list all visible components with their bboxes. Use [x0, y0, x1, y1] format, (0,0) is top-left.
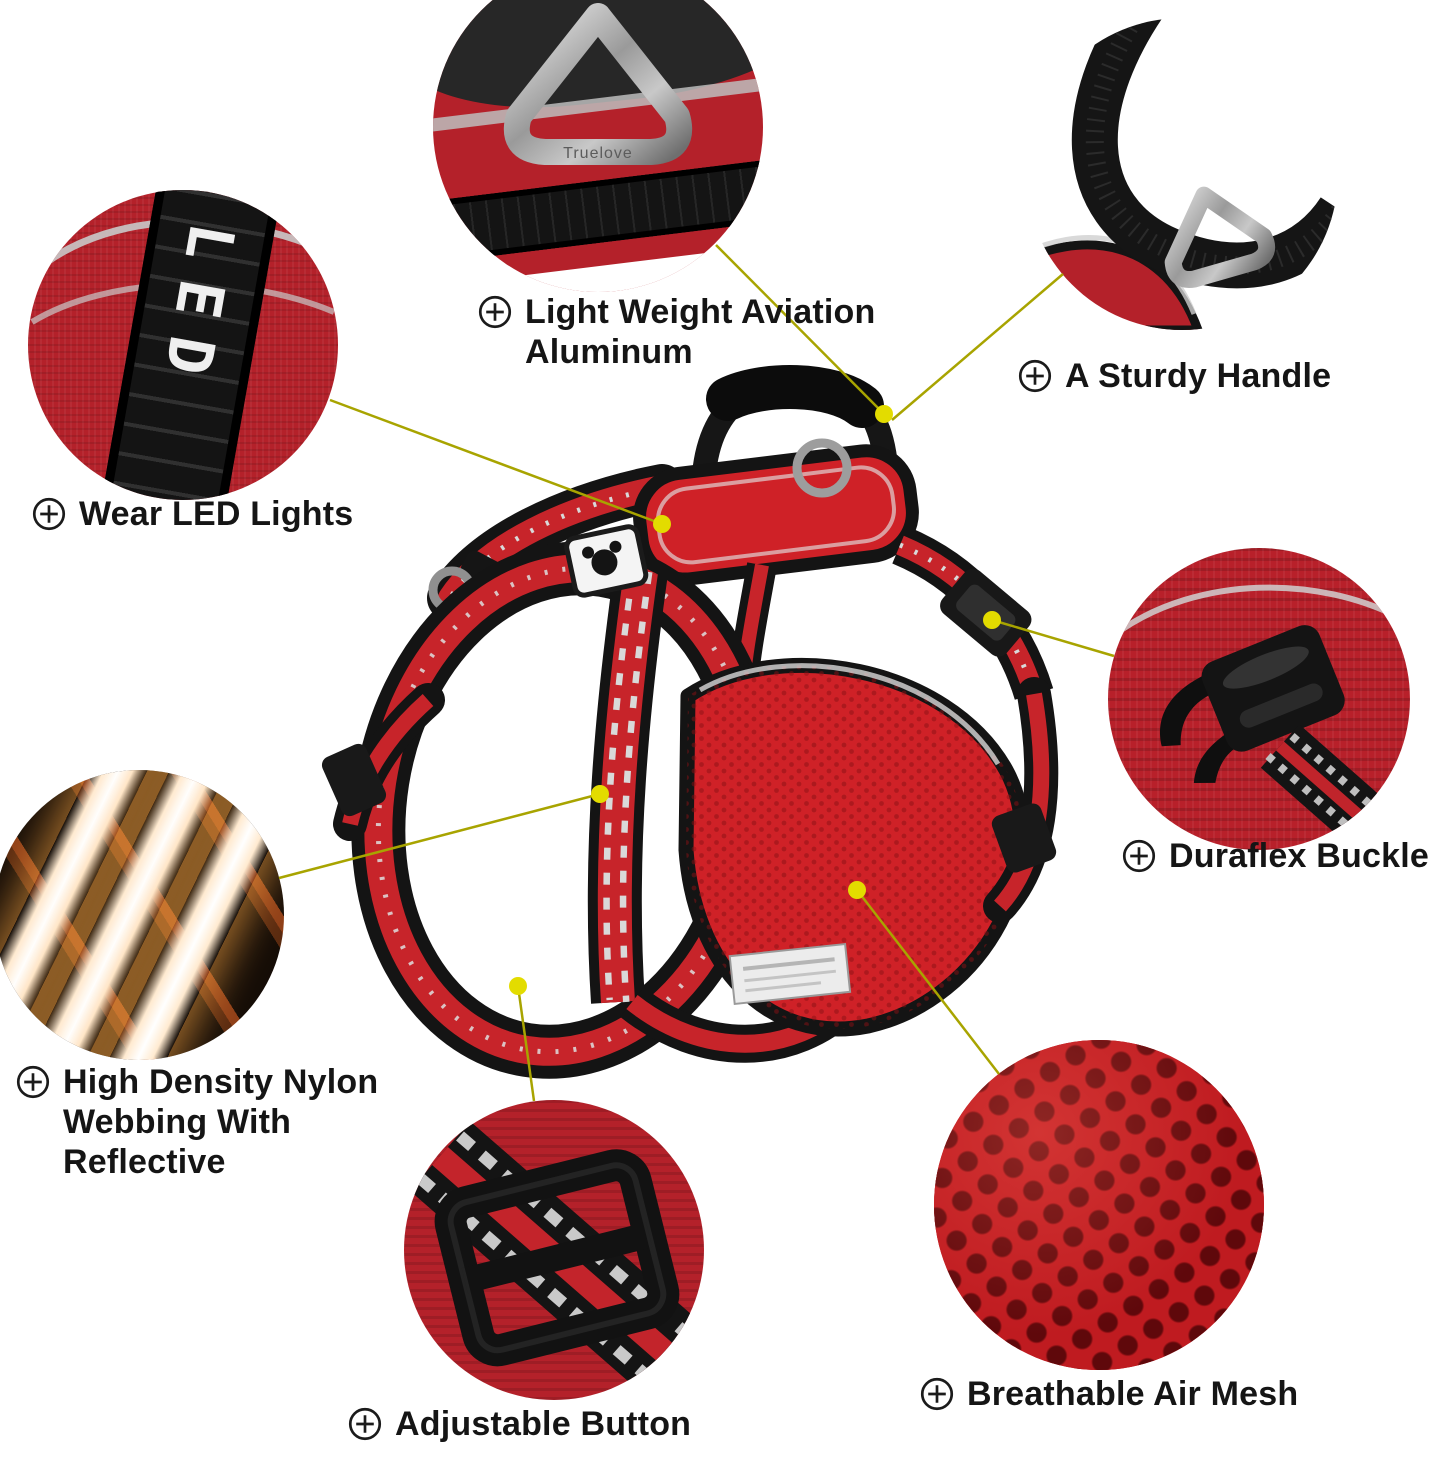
slider-art — [409, 1121, 704, 1397]
led-webbing-photo: LED — [28, 190, 338, 500]
label-air-mesh: Breathable Air Mesh — [920, 1374, 1298, 1414]
label-adjustable-button: Adjustable Button — [348, 1404, 691, 1444]
plus-circle-icon — [348, 1407, 382, 1441]
handle-art — [1026, 18, 1338, 330]
label-text: Duraflex Buckle — [1169, 837, 1429, 875]
mesh-highlight — [934, 1040, 1264, 1370]
label-text: Breathable Air Mesh — [967, 1375, 1299, 1413]
duraflex-buckle-photo — [1108, 548, 1410, 850]
air-mesh-photo — [934, 1040, 1264, 1370]
chest-panel — [678, 657, 1030, 1037]
plus-circle-icon — [1018, 359, 1052, 393]
label-text: Reflective — [63, 1143, 226, 1182]
plus-circle-icon — [1122, 839, 1156, 873]
label-text: Adjustable Button — [395, 1405, 692, 1443]
harness-handle — [690, 368, 899, 506]
leash-d-ring — [792, 438, 852, 498]
side-buckle — [940, 568, 1032, 657]
adjustable-slider-photo — [404, 1100, 704, 1400]
care-label — [728, 942, 852, 1006]
buckle-art — [1116, 584, 1410, 850]
plus-circle-icon — [16, 1065, 50, 1099]
label-text: A Sturdy Handle — [1065, 357, 1332, 395]
plus-circle-icon — [32, 497, 66, 531]
label-led-lights: Wear LED Lights — [32, 494, 353, 534]
front-loop — [351, 541, 779, 1079]
label-sturdy-handle: A Sturdy Handle — [1018, 356, 1331, 396]
plus-circle-icon — [920, 1377, 954, 1411]
label-text: High Density Nylon — [63, 1063, 379, 1101]
label-aviation-aluminum: Light Weight Aviation Aluminum — [478, 292, 875, 372]
label-text: Wear LED Lights — [79, 495, 354, 533]
label-duraflex-buckle: Duraflex Buckle — [1122, 836, 1429, 876]
metal-ring — [428, 566, 476, 614]
aluminum-d-ring-icon: Truelove — [503, 3, 693, 165]
handle-photo — [1026, 18, 1338, 330]
label-text: Aluminum — [525, 333, 693, 372]
back-pad — [633, 444, 919, 586]
label-text: Light Weight Aviation — [525, 293, 876, 331]
plus-circle-icon — [478, 295, 512, 329]
brand-engraving: Truelove — [563, 145, 633, 162]
label-nylon-webbing: High Density Nylon Webbing With Reflecti… — [16, 1062, 378, 1182]
brand-patch — [564, 524, 649, 598]
reflective-webbing-photo — [0, 770, 284, 1060]
aluminum-ring-photo: Truelove — [433, 0, 763, 292]
label-text: Webbing With — [63, 1103, 292, 1142]
